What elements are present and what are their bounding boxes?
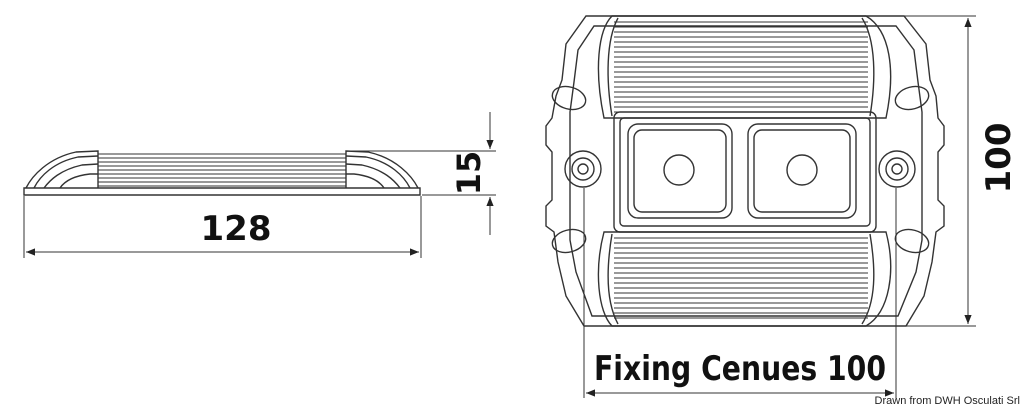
dimension-length <box>23 196 422 258</box>
top-view-outline <box>545 15 945 327</box>
led-left <box>663 154 695 186</box>
dimension-height-label: 15 <box>450 151 488 196</box>
top-bar <box>597 15 892 119</box>
dimension-height <box>346 112 496 235</box>
led-window-right <box>747 123 857 219</box>
led-window-left <box>627 123 733 219</box>
dimension-length-label: 128 <box>201 209 272 249</box>
slot-top-right <box>894 85 930 111</box>
side-view <box>23 150 421 196</box>
top-view <box>545 15 945 327</box>
side-view-ribs <box>98 153 346 187</box>
dimension-fixing-label: Fixing Cenues 100 <box>594 349 886 389</box>
dimension-fixing <box>583 188 897 398</box>
top-bar-ribs <box>614 21 868 113</box>
slot-bottom-right <box>894 228 930 254</box>
fixing-hole-left <box>564 150 602 188</box>
side-view-left-cap <box>25 150 99 189</box>
slot-bottom-left <box>551 228 587 254</box>
bottom-bar <box>597 231 892 327</box>
dimension-depth <box>904 15 976 327</box>
lens-frame <box>613 111 877 233</box>
slot-top-left <box>551 85 587 111</box>
dimension-depth-label: 100 <box>979 123 1019 194</box>
side-view-base <box>23 187 421 196</box>
bottom-bar-ribs <box>614 237 868 319</box>
led-right <box>786 154 818 186</box>
side-view-right-cap <box>345 150 419 189</box>
credit-text: Drawn from DWH Osculati Srl <box>875 395 1020 407</box>
fixing-hole-right <box>878 150 916 188</box>
